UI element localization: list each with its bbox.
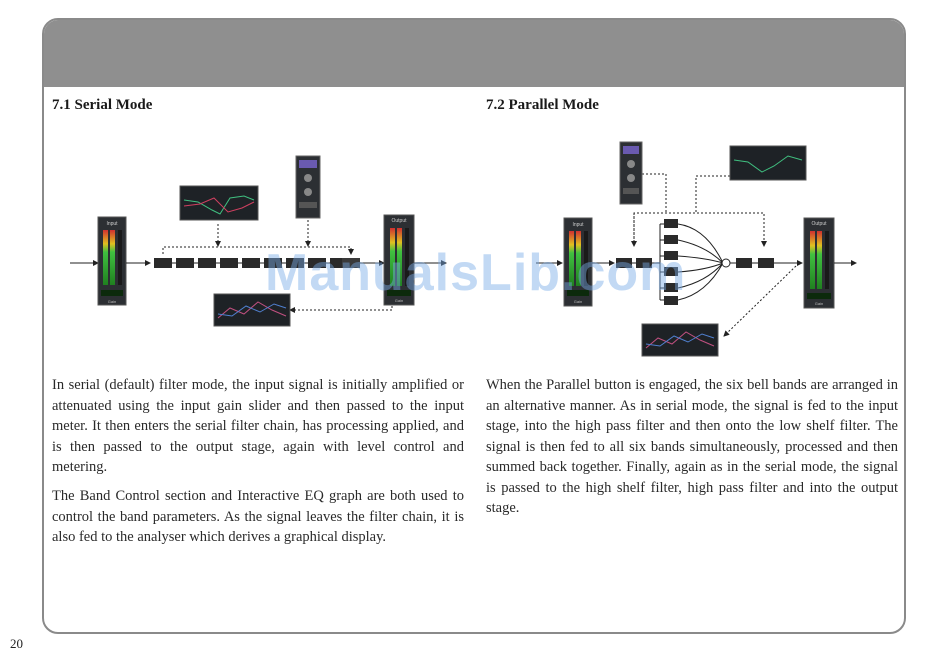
parallel-mode-heading: 7.2 Parallel Mode [486, 97, 599, 113]
high-pass-filter-block [616, 258, 632, 268]
header-bar [44, 20, 904, 87]
parallel-bands [659, 219, 731, 305]
parallel-input-meter: Input Gain [563, 217, 593, 307]
page-frame [42, 18, 906, 634]
parallel-eq-graph-thumbnail [729, 145, 807, 181]
serial-mode-heading: 7.1 Serial Mode [52, 97, 153, 113]
output-gain-label: Gain [395, 298, 403, 303]
parallel-output-gain-label: Gain [815, 301, 823, 306]
serial-paragraph-1: In serial (default) filter mode, the inp… [52, 377, 464, 475]
input-gain-label: Gain [108, 299, 116, 304]
band-control-panel [295, 155, 321, 219]
parallel-band-control-panel [619, 141, 643, 205]
low-shelf-filter-block [636, 258, 652, 268]
parallel-output-meter-label: Output [811, 221, 827, 227]
serial-paragraph-2: The Band Control section and Interactive… [52, 488, 464, 545]
eq-graph-thumbnail [179, 185, 259, 221]
page-number: 20 [10, 636, 23, 651]
serial-mode-diagram: Input Gain [70, 155, 447, 327]
parallel-paragraph-1: When the Parallel button is engaged, the… [486, 377, 898, 516]
parallel-analyser-display [641, 323, 719, 357]
input-meter-label: Input [106, 221, 118, 227]
output-meter: Output Gain [383, 214, 415, 306]
low-pass-filter-block [758, 258, 774, 268]
parallel-input-gain-label: Gain [574, 299, 582, 304]
input-meter: Input Gain [97, 216, 127, 306]
parallel-mode-diagram: Input Gain [536, 141, 857, 357]
serial-filter-chain [154, 258, 360, 268]
analyser-display [213, 293, 291, 327]
parallel-input-meter-label: Input [572, 222, 584, 228]
parallel-output-meter: Output Gain [803, 217, 835, 309]
high-shelf-filter-block [736, 258, 752, 268]
output-meter-label: Output [391, 218, 407, 224]
